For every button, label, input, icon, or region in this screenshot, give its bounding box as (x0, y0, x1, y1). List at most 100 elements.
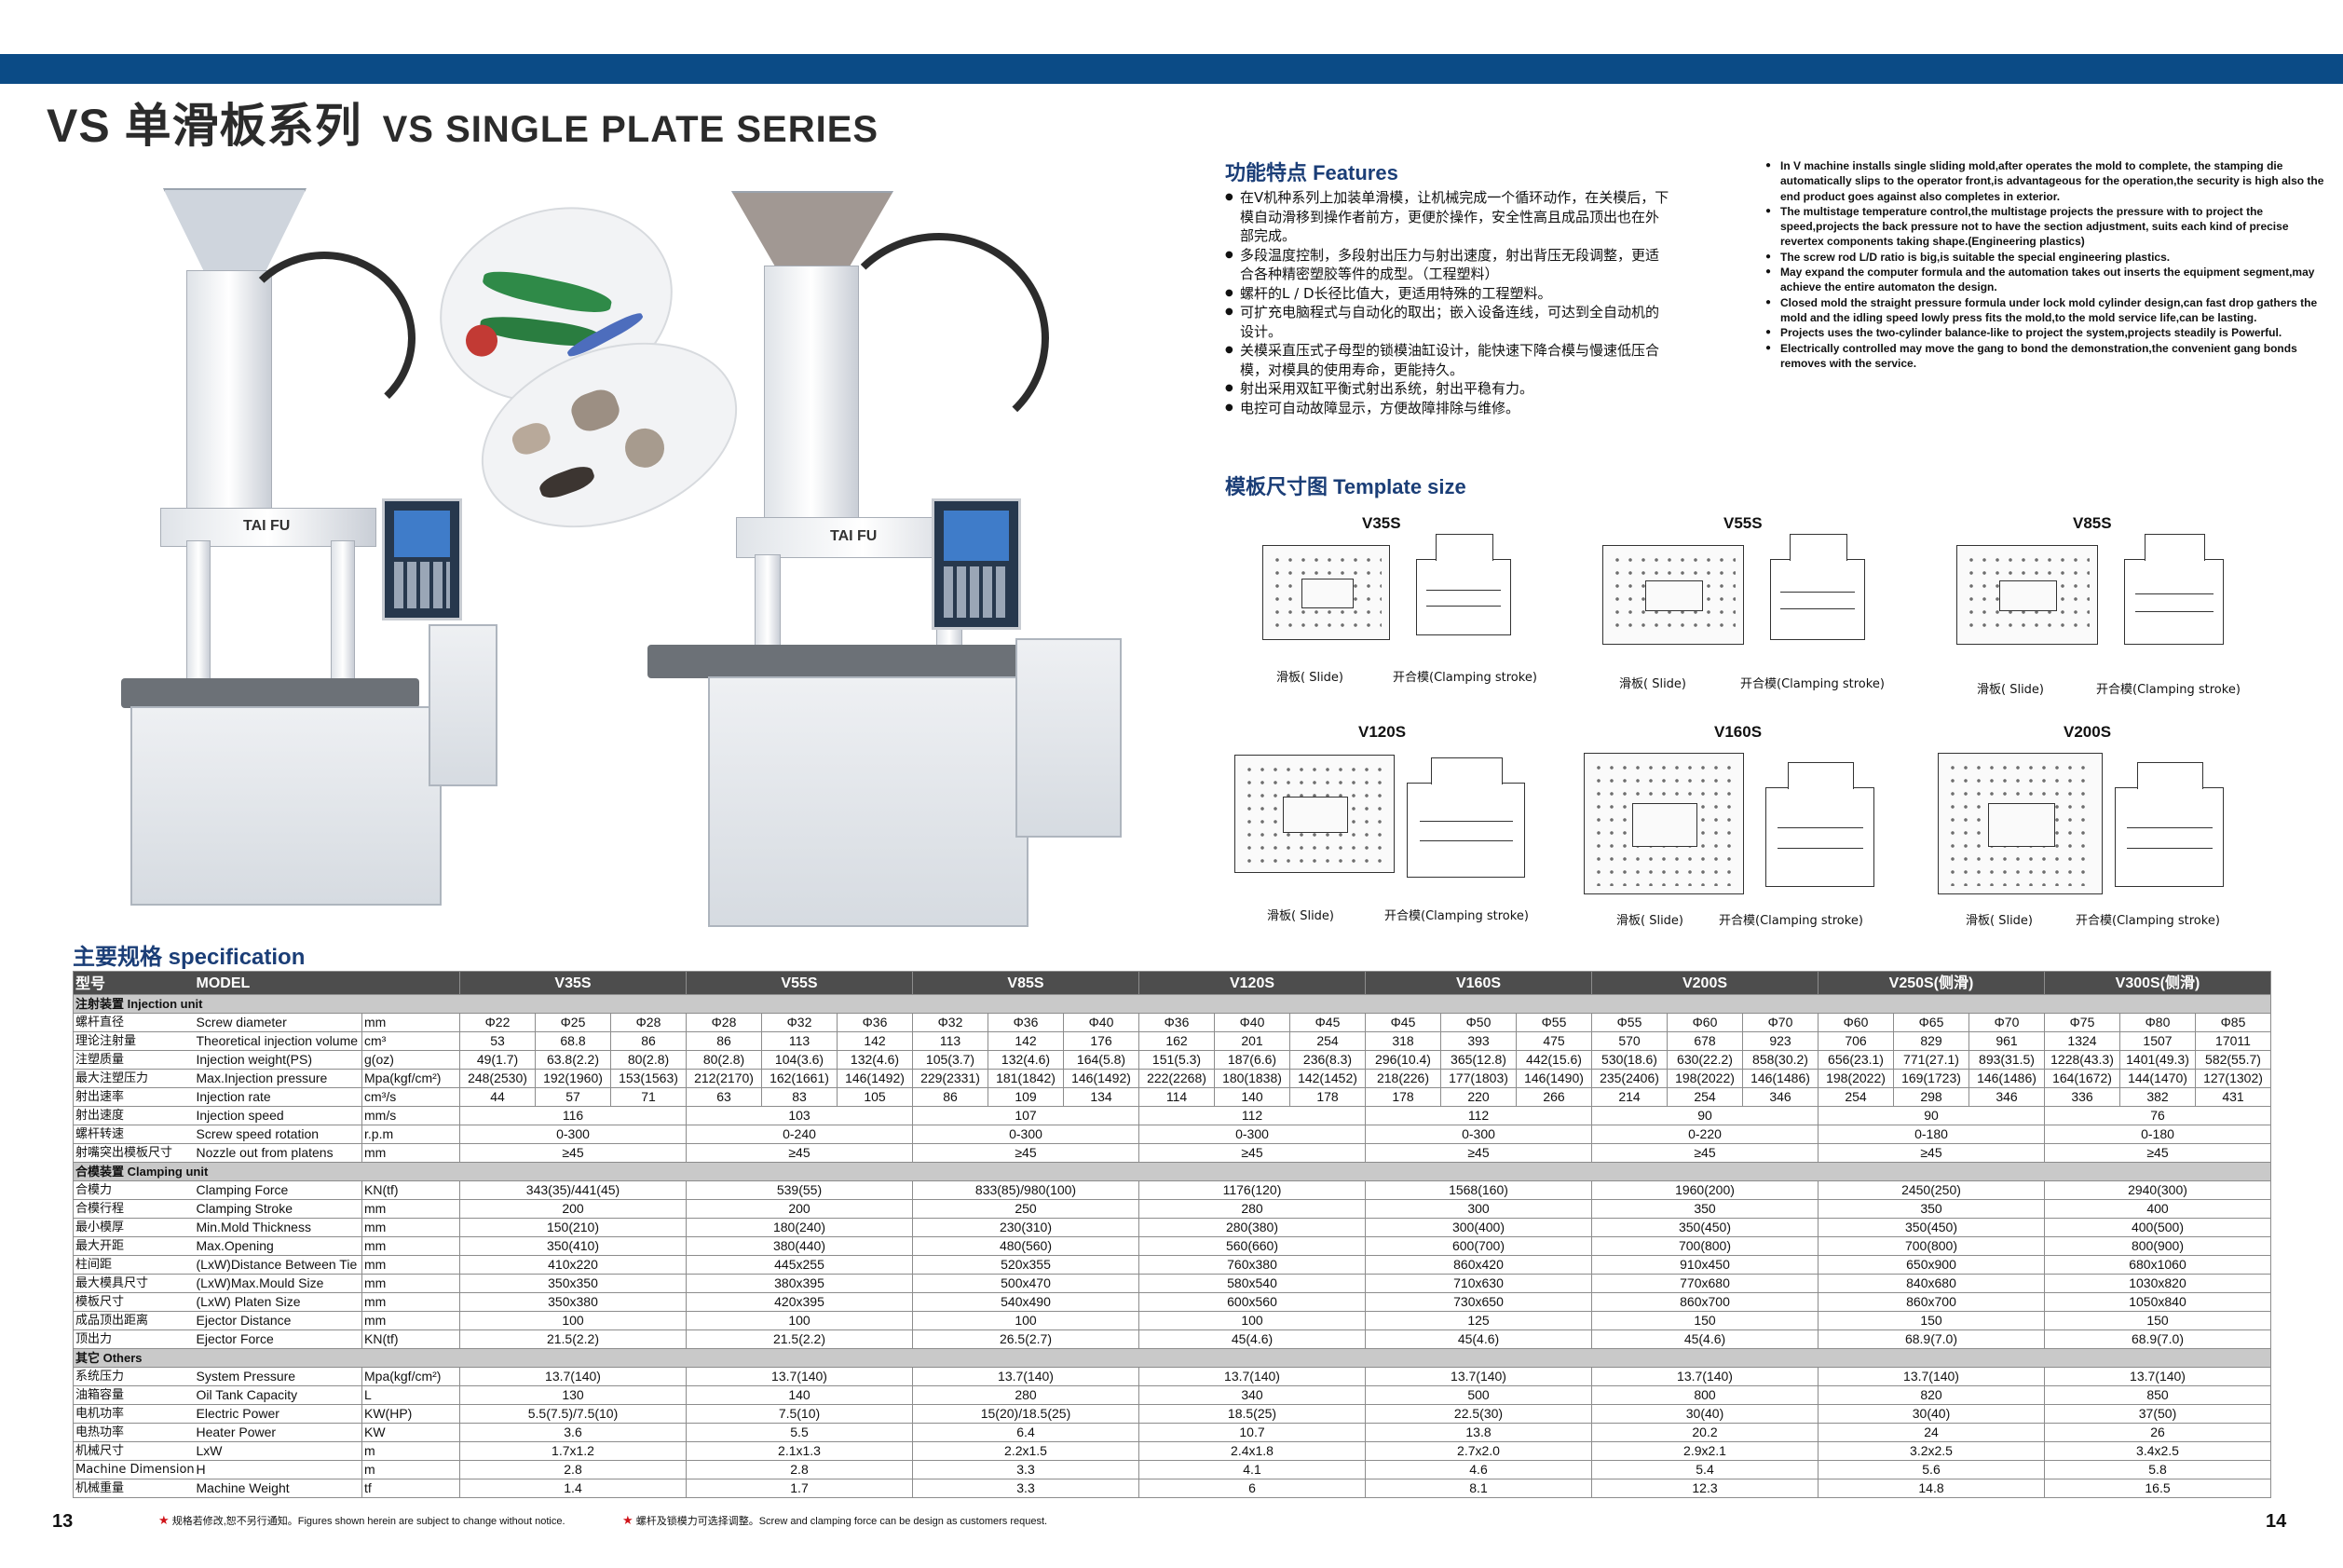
spec-value: 0-300 (1365, 1125, 1592, 1144)
spec-value: 350 (1591, 1199, 1819, 1219)
spec-value: 49(1.7) (459, 1050, 536, 1070)
spec-value: 254 (1818, 1087, 1894, 1107)
spec-value: 198(2022) (1667, 1069, 1743, 1088)
row-unit: tf (361, 1479, 460, 1498)
spec-value: 3.3 (912, 1460, 1139, 1479)
spec-value: 350(450) (1591, 1218, 1819, 1237)
spec-value: 37(50) (2044, 1404, 2271, 1424)
row-unit: mm (361, 1199, 460, 1219)
spec-value: Φ32 (761, 1013, 838, 1032)
row-label-cn: 最大开距 (73, 1236, 195, 1256)
spec-value: 800(900) (2044, 1236, 2271, 1256)
row-label-en: Screw speed rotation (194, 1125, 362, 1144)
spec-value: 346 (1742, 1087, 1819, 1107)
spec-value: 100 (1138, 1311, 1366, 1330)
feature-en-item: The screw rod L/D ratio is big,is suitab… (1765, 250, 2324, 266)
spec-value: 181(1842) (988, 1069, 1064, 1088)
v160s-clamp-caption: 开合模(Clamping stroke) (1719, 914, 1863, 928)
row-label-cn: 系统压力 (73, 1367, 195, 1386)
spec-value: Φ80 (2119, 1013, 2196, 1032)
metal-part (566, 385, 624, 436)
v160s-slide-caption: 滑板( Slide) (1616, 914, 1684, 928)
spec-value: 178 (1365, 1087, 1441, 1107)
spec-value: 961 (1968, 1031, 2045, 1051)
spec-value: 5.8 (2044, 1460, 2271, 1479)
spec-value: ≥45 (1818, 1143, 2045, 1163)
spec-value: 254 (1289, 1031, 1366, 1051)
spec-value: 13.7(140) (1818, 1367, 2045, 1386)
star-icon: ★ (158, 1513, 170, 1527)
row-unit: mm (361, 1236, 460, 1256)
spec-value: 4.1 (1138, 1460, 1366, 1479)
spec-value: ≥45 (1591, 1143, 1819, 1163)
spec-value: 770x680 (1591, 1274, 1819, 1293)
spec-value: 1030x820 (2044, 1274, 2271, 1293)
v85s-clamp-drawing (2124, 534, 2224, 645)
spec-value: 146(1490) (1516, 1069, 1592, 1088)
spec-value: Φ60 (1667, 1013, 1743, 1032)
row-label-en: Max.Opening (194, 1236, 362, 1256)
row-label-en: Clamping Stroke (194, 1199, 362, 1219)
spec-value: 24 (1818, 1423, 2045, 1442)
spec-value: 431 (2195, 1087, 2271, 1107)
spec-value: 192(1960) (535, 1069, 611, 1088)
spec-value: 127(1302) (2195, 1069, 2271, 1088)
spec-value: 80(2.8) (686, 1050, 762, 1070)
template-label-v35s: V35S (1362, 514, 1401, 532)
electric-cabinet (429, 624, 497, 786)
spec-value: 393 (1440, 1031, 1517, 1051)
row-label-en: Injection rate (194, 1087, 362, 1107)
spec-value: 125 (1365, 1311, 1592, 1330)
spec-value: 76 (2044, 1106, 2271, 1125)
spec-value: 13.7(140) (1365, 1367, 1592, 1386)
spec-value: 44 (459, 1087, 536, 1107)
row-unit: g(oz) (361, 1050, 460, 1070)
spec-value: 336 (2044, 1087, 2120, 1107)
row-label-cn: 螺杆直径 (73, 1013, 195, 1032)
v55s-clamp-caption: 开合模(Clamping stroke) (1740, 677, 1885, 691)
template-label-v85s: V85S (2073, 514, 2112, 532)
row-unit: mm (361, 1255, 460, 1275)
spec-value: 153(1563) (610, 1069, 687, 1088)
header-model: V300S(侧滑) (2044, 971, 2271, 995)
template-label-v55s: V55S (1723, 514, 1763, 532)
feature-cn-item: 关模采直压式子母型的锁模油缸设计，能快速下降合模与慢速低压合模，对模具的使用寿命… (1225, 341, 1672, 379)
spec-value: Φ50 (1440, 1013, 1517, 1032)
spec-value: 500x470 (912, 1274, 1139, 1293)
spec-value: 13.7(140) (912, 1367, 1139, 1386)
spec-value: Φ75 (2044, 1013, 2120, 1032)
spec-value: 30(40) (1591, 1404, 1819, 1424)
row-label-cn: 射出速度 (73, 1106, 195, 1125)
spec-value: 105 (837, 1087, 913, 1107)
feature-cn-item: 多段温度控制，多段射出压力与射出速度，射出背压无段调整，更适合各种精密塑胶等件的… (1225, 246, 1672, 284)
spec-value: 112 (1365, 1106, 1592, 1125)
spec-value: Φ28 (686, 1013, 762, 1032)
spec-value: 730x650 (1365, 1292, 1592, 1312)
spec-value: 150(210) (459, 1218, 687, 1237)
spec-value: 201 (1214, 1031, 1290, 1051)
row-label-en: Ejector Distance (194, 1311, 362, 1330)
spec-value: 109 (988, 1087, 1064, 1107)
spec-value: 350x350 (459, 1274, 687, 1293)
row-label-en: (LxW)Distance Between Tie Bars (194, 1255, 362, 1275)
spec-value: 177(1803) (1440, 1069, 1517, 1088)
spec-value: 771(27.1) (1893, 1050, 1969, 1070)
spec-value: 220 (1440, 1087, 1517, 1107)
feature-cn-item: 可扩充电脑程式与自动化的取出；嵌入设备连线，可达到全自动机的设计。 (1225, 303, 1672, 341)
spec-value: 560(660) (1138, 1236, 1366, 1256)
spec-value: 860x420 (1365, 1255, 1592, 1275)
row-label-cn: 成品顶出距离 (73, 1311, 195, 1330)
spec-value: Φ70 (1968, 1013, 2045, 1032)
spec-row: 柱间距(LxW)Distance Between Tie Barsmm410x2… (73, 1255, 2271, 1275)
feature-cn-item: 射出采用双缸平衡式射出系统，射出平稳有力。 (1225, 379, 1672, 399)
spec-value: 1050x840 (2044, 1292, 2271, 1312)
footnote-2: ★ 螺杆及锁模力可选择调整。Screw and clamping force c… (622, 1513, 1047, 1528)
